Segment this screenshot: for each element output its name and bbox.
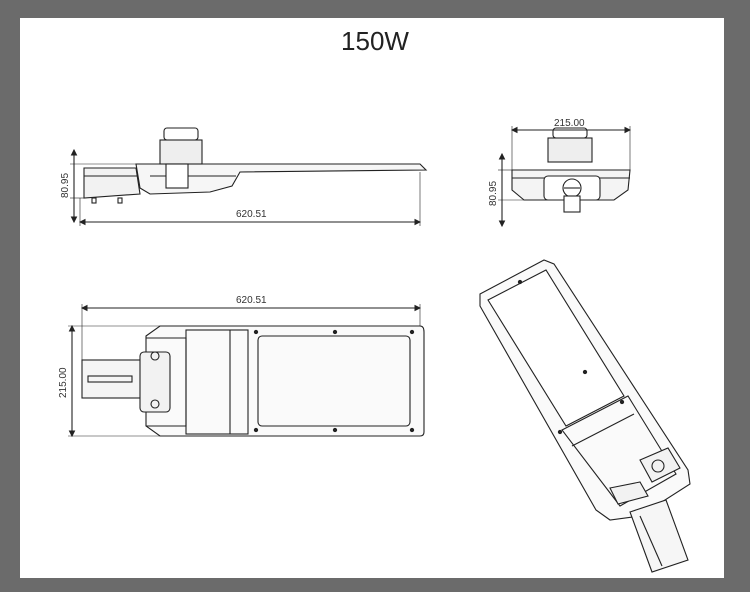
front-width-label: 215.00: [554, 118, 585, 129]
top-width-label: 215.00: [58, 367, 69, 398]
side-length-label: 620.51: [236, 209, 267, 220]
isometric-view: [479, 259, 691, 573]
front-height-label: 80.95: [488, 181, 499, 206]
side-height-label: 80.95: [60, 173, 71, 198]
drawing-title: 150W: [341, 26, 409, 56]
front-view: [498, 126, 632, 228]
side-view: [70, 127, 428, 226]
top-view: [68, 304, 425, 438]
top-length-label: 620.51: [236, 295, 267, 306]
